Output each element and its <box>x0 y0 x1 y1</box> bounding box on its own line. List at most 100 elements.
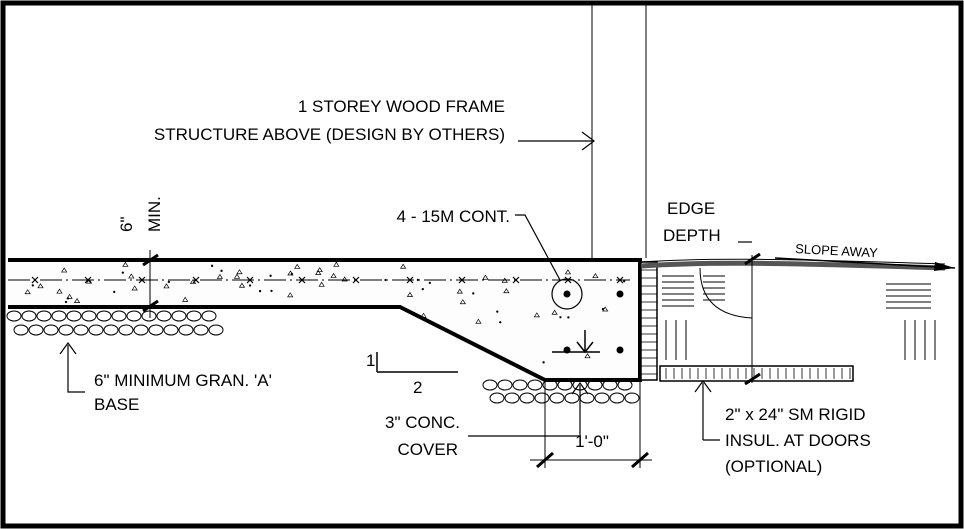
aggregate-mark <box>330 272 337 278</box>
aggregate-mark <box>551 309 558 315</box>
aggregate-mark <box>400 263 407 269</box>
aggregate-dot <box>31 284 34 287</box>
rebar-callout-circle <box>551 278 583 310</box>
gravel-stone <box>28 324 44 336</box>
aggregate-mark <box>333 261 340 267</box>
gravel-stone <box>193 324 209 336</box>
gravel-stone <box>534 392 550 404</box>
aggregate-mark <box>216 273 224 279</box>
edge-depth-label-line1: EDGE <box>667 199 715 218</box>
aggregate-mark <box>182 296 189 302</box>
gravel-stone <box>118 324 134 336</box>
gravel-stone <box>51 310 67 322</box>
cover-label-line1: 3" CONC. <box>385 413 460 432</box>
gravel-stone <box>126 310 142 322</box>
slope-ratio-run: 2 <box>413 378 422 397</box>
gravel-stone <box>594 392 610 404</box>
gravel-stone <box>43 324 59 336</box>
aggregate-mark <box>73 297 81 303</box>
rebar-bar-4 <box>616 346 624 354</box>
aggregate-dot <box>113 290 116 294</box>
gravel-stone <box>624 392 640 404</box>
gravel-stone <box>103 324 119 336</box>
gravel-stone <box>208 324 224 336</box>
aggregate-mark <box>287 292 294 298</box>
insulation-label-line1: 2" x 24" SM RIGID <box>725 405 866 424</box>
soil-hatch <box>662 275 936 360</box>
gravel-stone <box>549 392 565 404</box>
gravel-stone <box>13 324 29 336</box>
gravel-stone <box>527 379 543 391</box>
gravel-stone <box>148 324 164 336</box>
aggregate-dot <box>269 274 272 277</box>
aggregate-mark <box>456 288 463 294</box>
gravel-stone <box>178 324 194 336</box>
aggregate-mark <box>122 261 129 267</box>
gravel-stone <box>133 324 149 336</box>
mesh-x-mark <box>192 276 200 284</box>
mesh-x-mark <box>352 276 360 284</box>
gravel-stone <box>587 379 603 391</box>
gravel-stone <box>111 310 127 322</box>
mesh-x-mark <box>512 276 520 284</box>
mesh-x-mark <box>138 276 146 284</box>
rebar-bars <box>551 278 624 354</box>
gravel-stone <box>58 324 74 336</box>
concrete-slab-outline <box>8 258 642 382</box>
gravel-stone <box>171 310 187 322</box>
aggregate-dot <box>567 316 570 319</box>
mesh-x-mark <box>616 276 624 284</box>
aggregate-dot <box>623 280 626 283</box>
gravel-stone <box>186 310 202 322</box>
gravel-stone <box>602 379 618 391</box>
edge-depth-dimension <box>699 252 761 386</box>
aggregate-mark <box>316 267 323 273</box>
cover-symbol <box>552 330 600 354</box>
aggregate-mark <box>56 288 63 294</box>
aggregate-dot <box>270 289 273 293</box>
insulation-label-line3: (OPTIONAL) <box>725 457 822 476</box>
gravel-stone <box>542 379 558 391</box>
aggregate-dot <box>258 289 262 293</box>
gravel-stone <box>163 324 179 336</box>
footing-width-label: 1'-0" <box>575 432 609 451</box>
structure-label-line1: 1 STOREY WOOD FRAME <box>298 97 505 116</box>
slope-ratio-symbol <box>376 352 458 373</box>
mesh-x-mark <box>298 276 306 284</box>
wood-frame-wall <box>591 5 647 258</box>
rebar-bar-2 <box>616 290 624 298</box>
rebar-label: 4 - 15M CONT. <box>397 207 510 226</box>
gravel-stone <box>156 310 172 322</box>
aggregate-dot <box>472 292 475 295</box>
gravel-stone <box>6 310 22 322</box>
aggregate-mark <box>420 312 427 318</box>
gravel-stone <box>36 310 52 322</box>
gravel-stone <box>564 392 580 404</box>
aggregate-mark <box>564 269 572 275</box>
aggregate-mark <box>503 288 510 294</box>
base-label-line2: BASE <box>94 395 139 414</box>
aggregate-mark <box>131 285 138 291</box>
mesh-x-mark <box>406 276 414 284</box>
cover-label-line2: COVER <box>398 440 458 459</box>
aggregate-dot <box>167 280 170 283</box>
aggregate-mark <box>341 276 348 282</box>
mesh-x-mark <box>84 276 92 284</box>
rebar-bar-1 <box>563 290 571 298</box>
gravel-stone <box>66 310 82 322</box>
aggregate-dot <box>64 300 68 304</box>
aggregate-mark <box>37 283 44 289</box>
gravel-stone <box>512 379 528 391</box>
aggregate-mark <box>238 282 246 288</box>
aggregate-mark <box>66 293 73 299</box>
aggregate-mark <box>163 283 170 289</box>
aggregate-mark <box>459 299 466 305</box>
gravel-stone <box>579 392 595 404</box>
aggregate-dot <box>421 287 424 291</box>
gravel-stone <box>557 379 573 391</box>
slope-arrow <box>774 257 956 271</box>
gravel-stone <box>609 392 625 404</box>
aggregate-dot <box>428 281 431 285</box>
